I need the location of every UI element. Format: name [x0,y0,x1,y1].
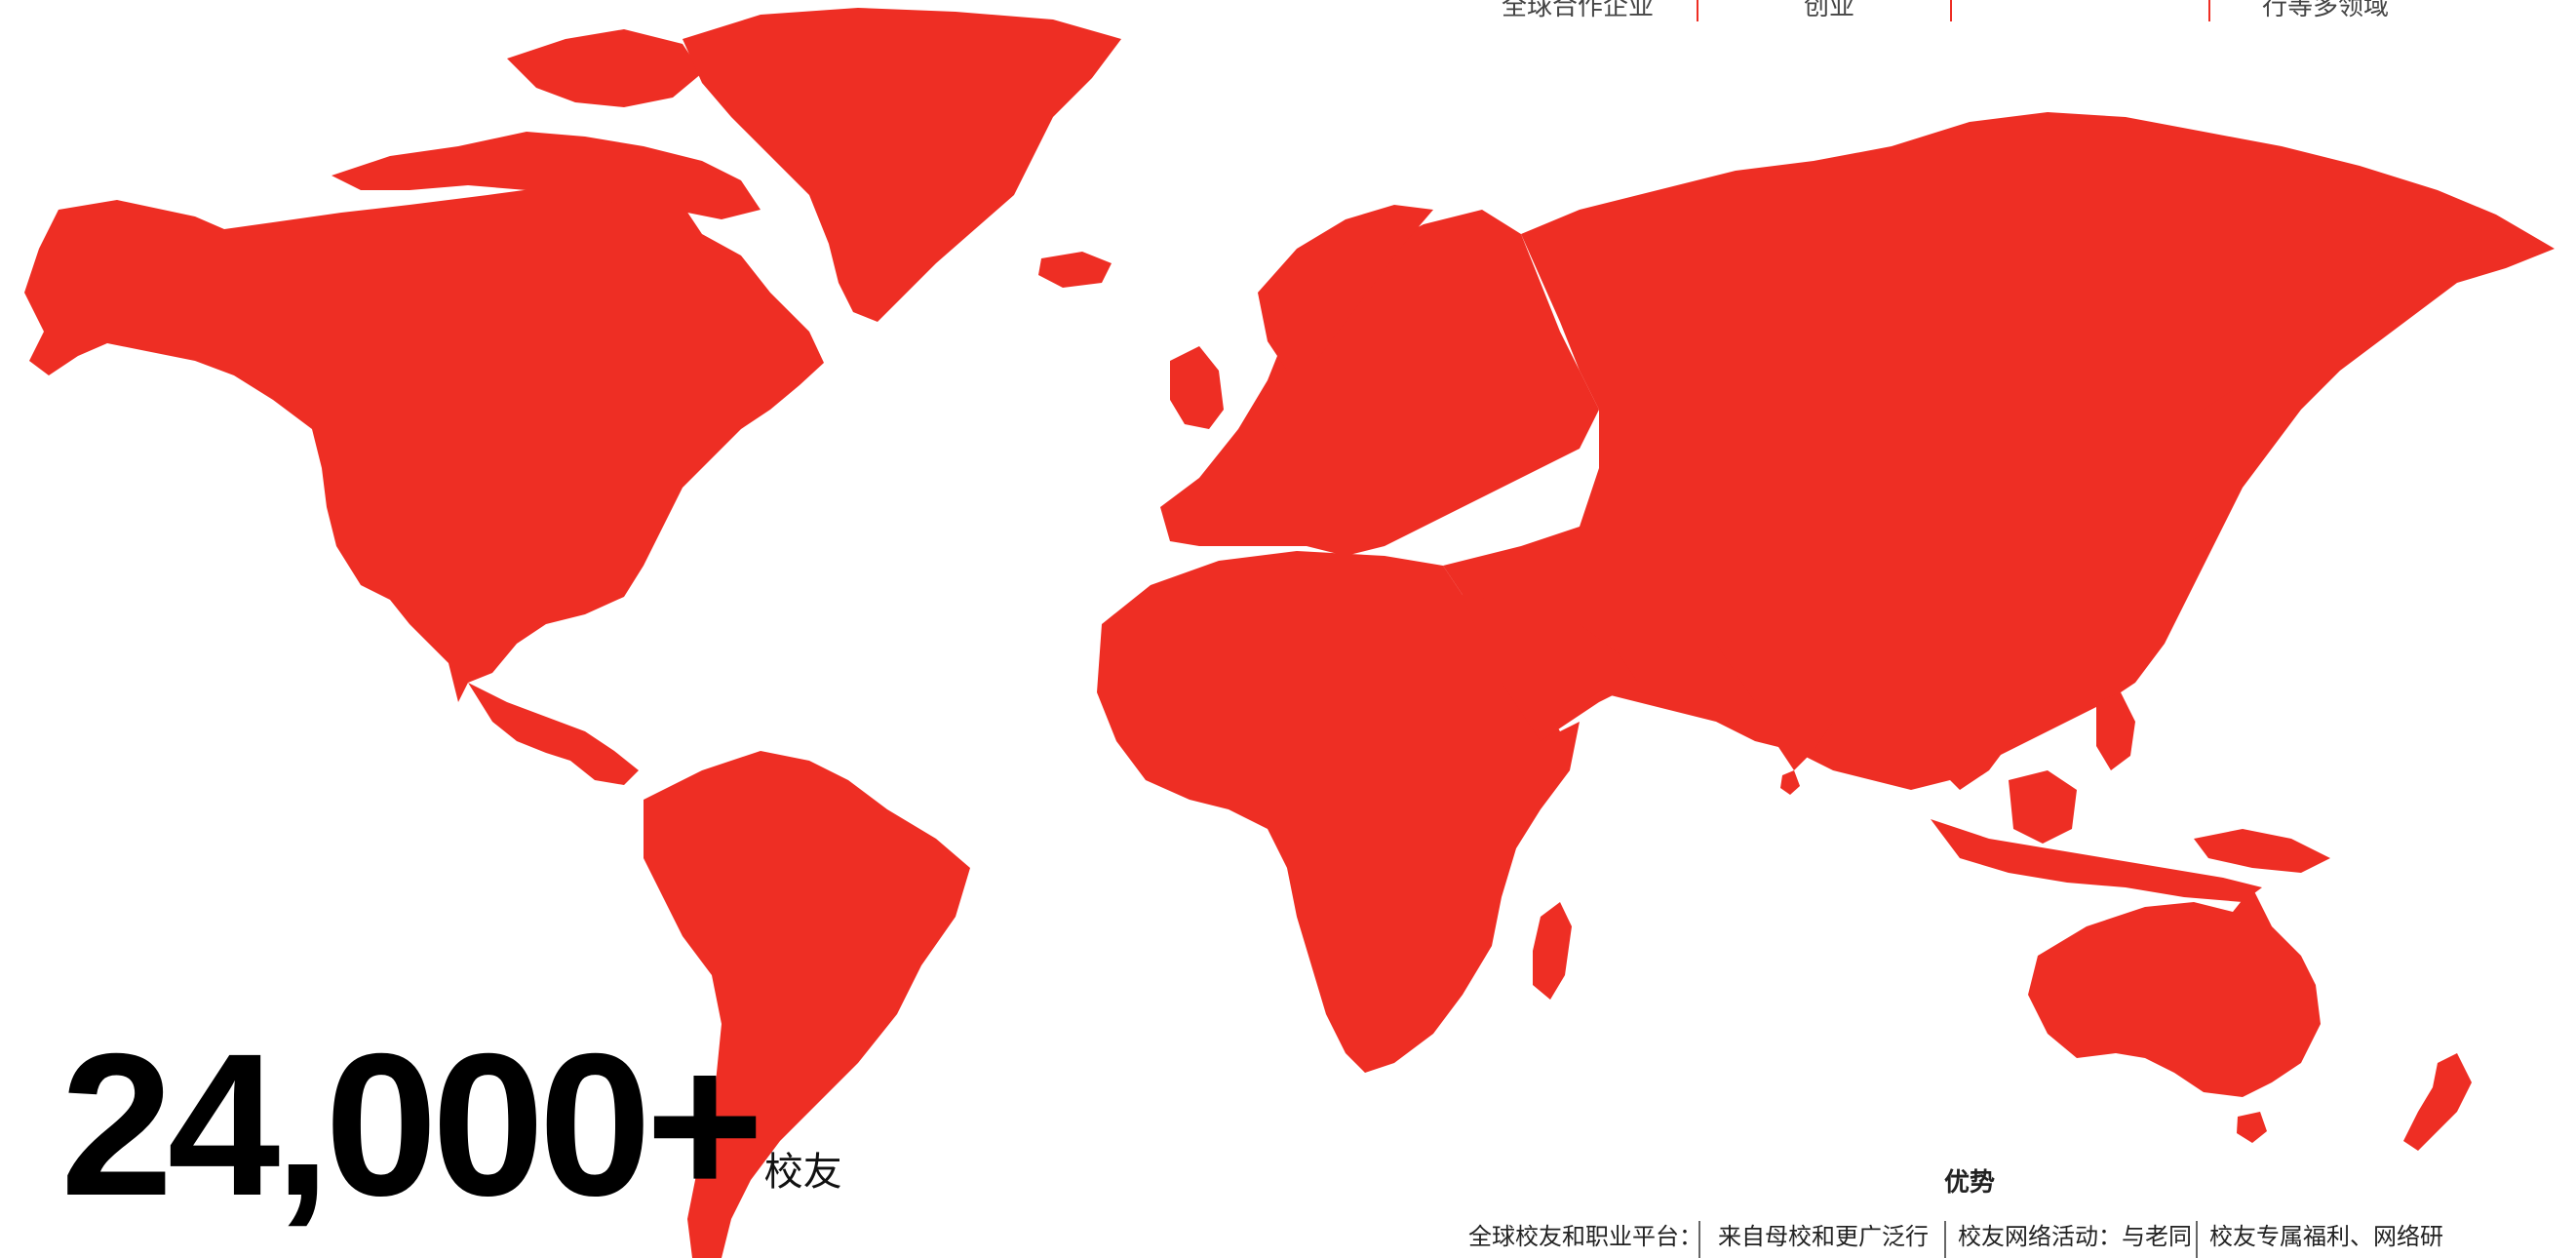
map-madagascar [1533,902,1572,1000]
map-south-america [644,751,970,1258]
map-british-isles [1170,346,1224,429]
top-tab-divider [1950,0,1952,21]
map-north-america [24,187,824,702]
map-arabia [1463,595,1638,741]
map-sri-lanka [1780,770,1800,795]
advantage-divider [1698,1221,1700,1258]
top-tab-fields[interactable]: 行等多领域 [2262,0,2390,21]
top-tab-partners[interactable]: 全球合作企业 [1502,0,1655,21]
map-central-america [468,683,639,785]
advantage-item[interactable]: 校友专属福利、网络研 [2209,1223,2443,1250]
map-australia [2028,887,2321,1097]
map-africa [1097,551,1580,1073]
map-indonesia [1931,819,2262,902]
map-asia [1443,112,2555,790]
map-scandinavia [1258,205,1433,371]
advantage-item[interactable]: 来自母校和更广泛行 [1718,1223,1929,1250]
map-philippines [2096,692,2135,770]
top-tab-divider [1697,0,1698,21]
map-japan [2145,390,2243,556]
map-arctic-north [507,29,702,107]
map-india [1716,634,1853,770]
map-borneo [2009,770,2077,844]
advantages-row: 全球校友和职业平台： 来自母校和更广泛行 校友网络活动：与老同 校友专属福利、网… [1463,1217,2555,1258]
advantage-item[interactable]: 全球校友和职业平台： [1468,1223,1702,1250]
map-tasmania [2237,1112,2267,1143]
advantage-item[interactable]: 校友网络活动：与老同 [1958,1223,2192,1250]
advantage-divider [2196,1221,2198,1258]
alumni-count: 24,000+ [60,1012,764,1238]
alumni-stat: 24,000+校友 [60,1024,842,1227]
top-tab-divider [2208,0,2210,21]
advantages-title: 优势 [1943,1168,1995,1198]
top-tab-row: 全球合作企业 创业 行等多领域 [1433,0,2408,23]
map-new-zealand [2403,1053,2472,1151]
advantage-divider [1944,1221,1946,1258]
map-iceland [1038,252,1112,288]
map-arctic-islands [332,132,761,219]
map-southeast-asia [1911,673,2018,790]
map-europe [1160,210,1599,556]
alumni-unit: 校友 [763,1150,842,1195]
map-new-guinea [2194,829,2330,873]
map-greenland [683,8,1121,322]
top-tab-startup[interactable]: 创业 [1804,0,1855,21]
